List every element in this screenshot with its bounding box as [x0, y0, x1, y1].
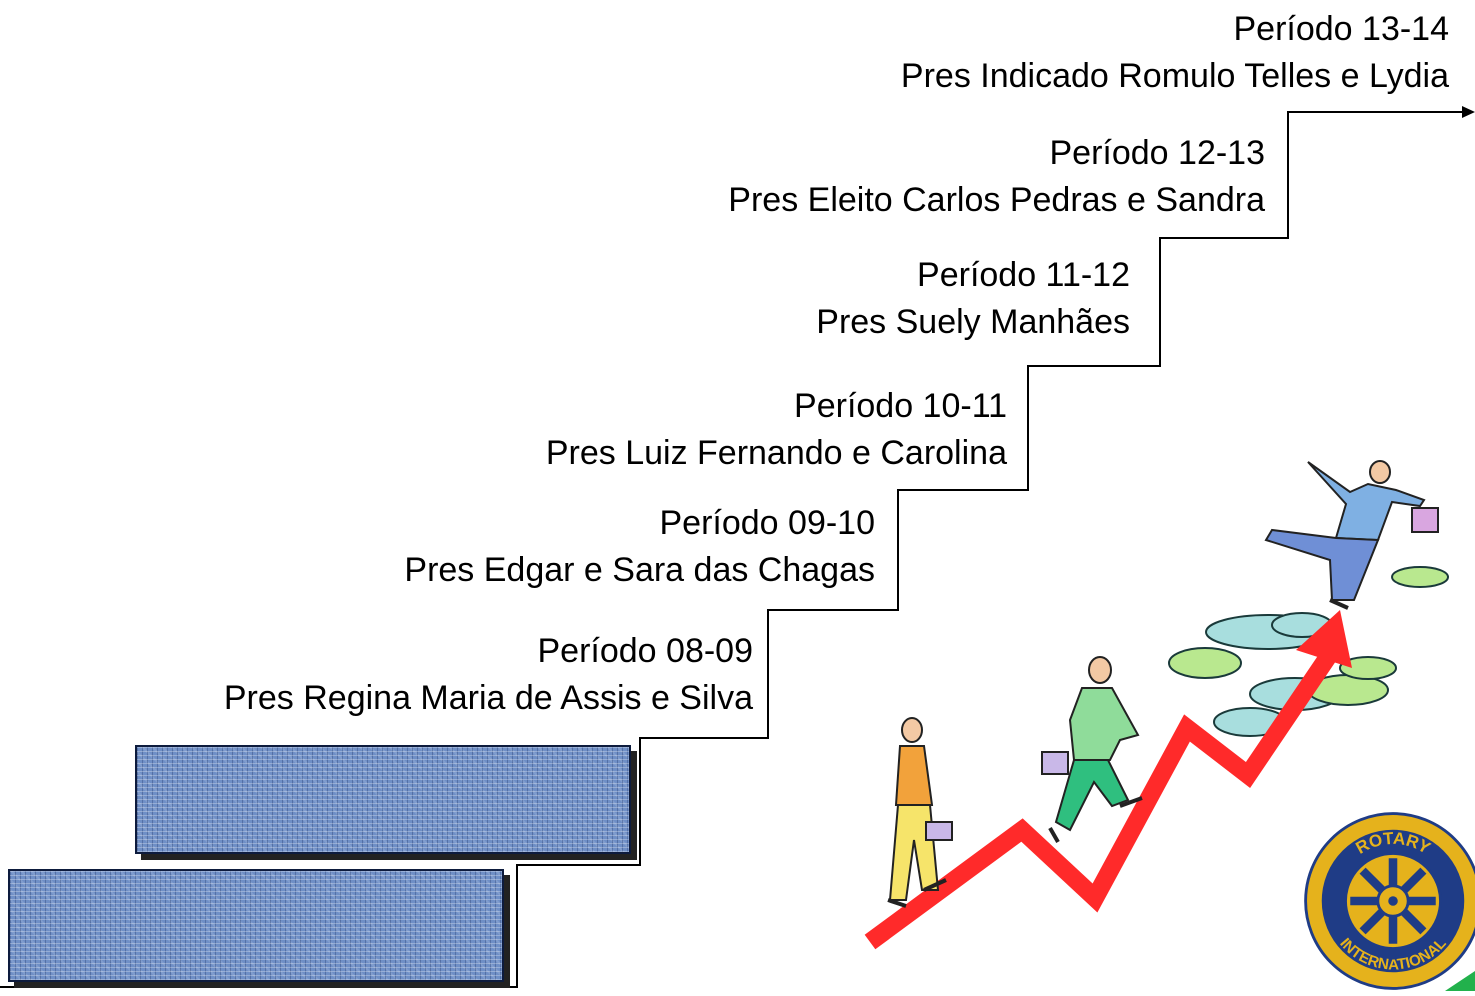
step-period: Período 13-14	[1233, 10, 1450, 48]
corner-accent	[1445, 971, 1475, 991]
step-period: Período 12-13	[1049, 134, 1266, 172]
cloud-group	[1168, 566, 1449, 737]
climber-figure-3	[1264, 460, 1439, 610]
step-president: Pres Eleito Carlos Pedras e Sandra	[728, 181, 1265, 219]
step-period: Período 08-09	[537, 632, 754, 670]
stair-block-upper	[135, 745, 631, 854]
stair-block-lower	[8, 869, 504, 982]
step-president: Pres Regina Maria de Assis e Silva	[223, 679, 753, 717]
step-09-10: Período 09-10 Pres Edgar e Sara das Chag…	[404, 500, 875, 594]
climber-figure-1	[887, 717, 953, 908]
step-11-12: Período 11-12 Pres Suely Manhães	[816, 252, 1130, 346]
step-president: Pres Indicado Romulo Telles e Lydia	[900, 57, 1449, 95]
step-president: Pres Suely Manhães	[816, 303, 1130, 341]
growth-arrow	[864, 639, 1344, 950]
arrow-head-icon	[1296, 610, 1352, 668]
step-president: Pres Edgar e Sara das Chagas	[404, 551, 875, 589]
step-president: Pres Luiz Fernando e Carolina	[545, 434, 1007, 472]
step-period: Período 11-12	[917, 256, 1130, 294]
step-10-11: Período 10-11 Pres Luiz Fernando e Carol…	[546, 383, 1007, 477]
climber-figure-2	[1041, 656, 1143, 843]
step-period: Período 10-11	[794, 387, 1007, 425]
step-period: Período 09-10	[659, 504, 876, 542]
step-08-09: Período 08-09 Pres Regina Maria de Assis…	[224, 628, 753, 722]
rotary-logo: ROTARY INTERNATIONAL	[1304, 812, 1475, 990]
step-13-14: Período 13-14 Pres Indicado Romulo Telle…	[901, 6, 1449, 100]
step-12-13: Período 12-13 Pres Eleito Carlos Pedras …	[728, 130, 1265, 224]
